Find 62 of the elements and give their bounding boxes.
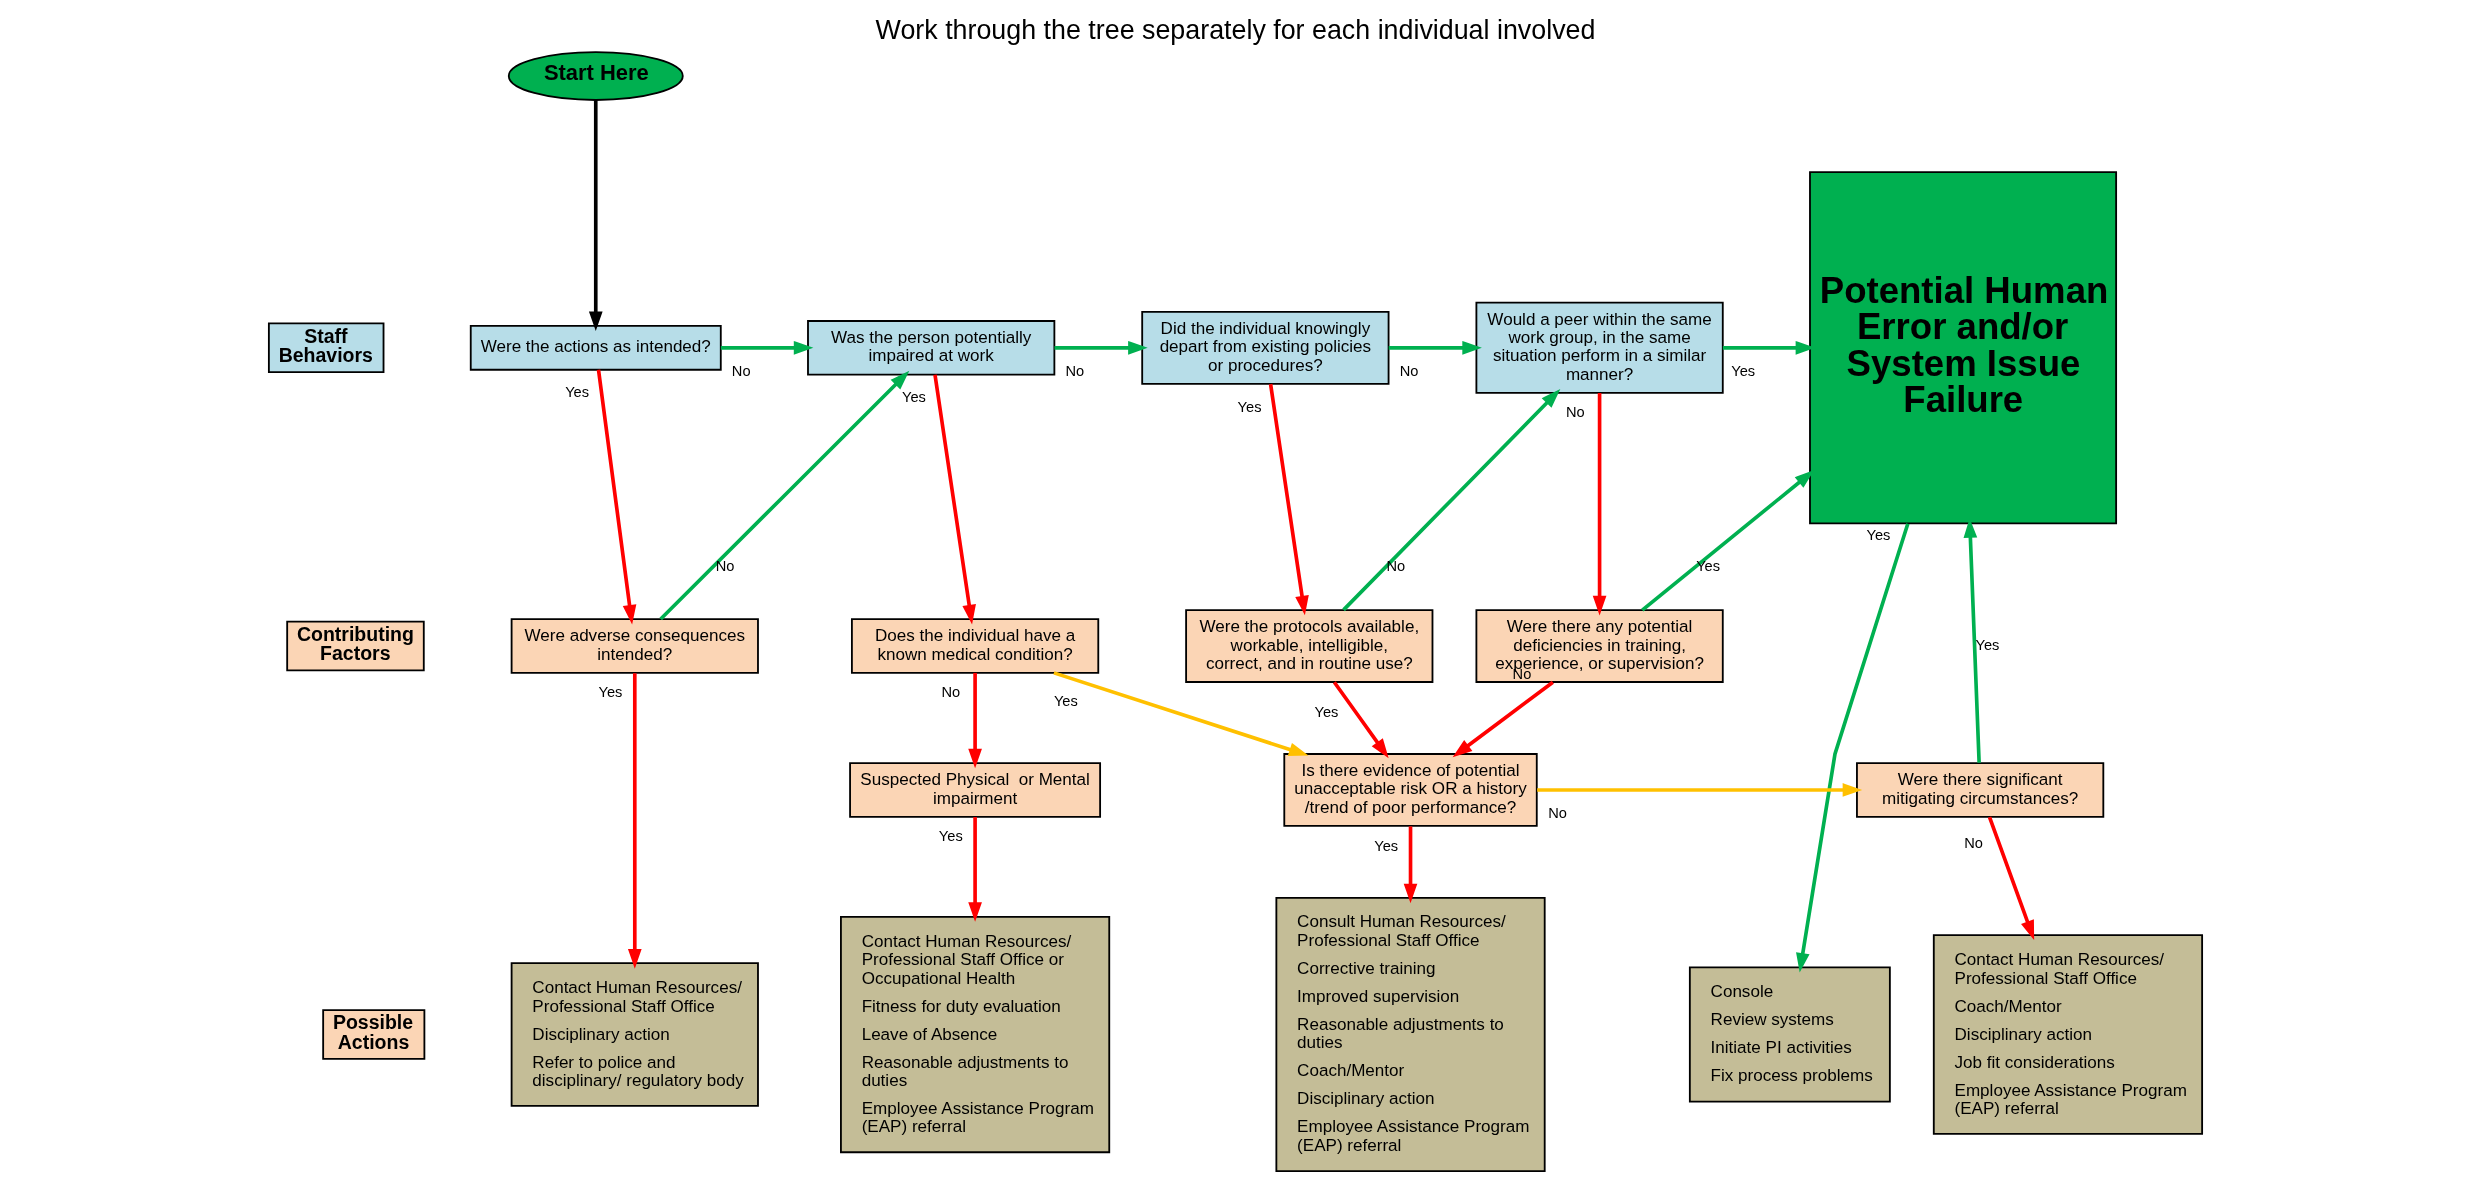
- arrow: [1268, 383, 1309, 616]
- edge-label: Yes: [1237, 398, 1262, 415]
- edge-label: No: [941, 684, 961, 701]
- arrow: [1987, 816, 2035, 941]
- node-box: Contact Human Resources/ Professional Staff Office Disciplinary action Refer to police and disciplinary/ regulatory body: [510, 962, 759, 1107]
- edge-label: Yes: [1314, 703, 1339, 720]
- edge-label: Yes: [598, 684, 623, 701]
- edge-label: No: [731, 362, 751, 379]
- arrow: [627, 673, 642, 969]
- edge-label: Yes: [1975, 636, 2000, 653]
- node-box: Would a peer within the same work group, in the same situation perform in a similar manner?: [1475, 301, 1724, 394]
- edge-label: Yes: [938, 828, 963, 845]
- node-box: Contact Human Resources/ Professional Staff Office or Occupational Health Fitness for duty evaluation Leave of Absence Reasonable adjustments to duties Employee Assistance Program (EAP) referral: [840, 915, 1111, 1154]
- node-box: Were the actions as intended?: [469, 324, 722, 371]
- arrow: [659, 370, 910, 621]
- arrow: [1054, 340, 1148, 355]
- node-ellipse: Start Here: [507, 51, 684, 101]
- node-box: Staff Behaviors: [267, 322, 385, 374]
- node-box: Does the individual have a known medical condition?: [851, 618, 1100, 674]
- arrow: [1452, 680, 1554, 758]
- arrow: [1342, 389, 1561, 612]
- arrow: [933, 374, 976, 625]
- edge-label: Yes: [1053, 693, 1078, 710]
- node-box: Did the individual knowingly depart from existing policies or procedures?: [1141, 310, 1390, 385]
- node-box: Was the person potentially impaired at work: [807, 320, 1056, 376]
- edge-label: No: [1565, 404, 1585, 421]
- node-box: Is there evidence of potential unacceptable risk OR a history /trend of poor performance?: [1283, 753, 1538, 827]
- edge-label: Yes: [565, 384, 590, 400]
- arrow: [968, 672, 982, 769]
- node-box: Suspected Physical or Mental impairment: [849, 762, 1102, 818]
- edge-label: Yes: [1866, 526, 1891, 543]
- arrow: [1796, 523, 1910, 973]
- node-box: Console Review systems Initiate PI activities Fix process problems: [1688, 966, 1891, 1103]
- arrow: [588, 100, 603, 332]
- arrow: [1403, 826, 1418, 904]
- arrow: [596, 369, 637, 625]
- edge-label: Yes: [1696, 557, 1721, 574]
- edge-label: No: [1399, 362, 1419, 379]
- arrow: [968, 817, 982, 922]
- node-box: Possible Actions: [322, 1009, 426, 1060]
- edge-label: No: [1548, 805, 1567, 822]
- node-box: Contact Human Resources/ Professional Staff Office Coach/Mentor Disciplinary action Job fit considerations Employee Assistance Program (EAP) referral: [1932, 934, 2204, 1135]
- diagram-title: Work through the tree separately for each individual involved: [875, 15, 1596, 46]
- edge-label: No: [1964, 835, 1983, 852]
- arrow: [1592, 393, 1607, 616]
- node-box: Were there significant mitigating circumstances?: [1856, 762, 2105, 818]
- node-box: Consult Human Resources/ Professional Staff Office Corrective training Improved supervision Reasonable adjustments to duties Coach/Mentor Disciplinary action Employee Assistance Program (EAP) referral: [1275, 897, 1546, 1173]
- arrow: [1388, 340, 1482, 355]
- arrow: [720, 340, 814, 355]
- arrow: [1053, 671, 1309, 757]
- arrow: [1332, 681, 1389, 759]
- edge-label: Yes: [902, 389, 926, 406]
- edge-label: No: [1065, 362, 1085, 379]
- edge-label: Yes: [1731, 362, 1756, 379]
- edge-label: No: [715, 557, 735, 574]
- edge-label: No: [1386, 557, 1406, 574]
- node-box: Potential Human Error and/or System Issue Failure: [1809, 171, 2118, 525]
- node-box: Were the protocols available, workable, intelligible, correct, and in routine use?: [1185, 609, 1434, 683]
- edge-label: Yes: [1374, 837, 1399, 854]
- node-box: Contributing Factors: [286, 620, 425, 672]
- node-box: Were adverse consequences intended?: [510, 618, 759, 674]
- arrow: [1537, 783, 1863, 797]
